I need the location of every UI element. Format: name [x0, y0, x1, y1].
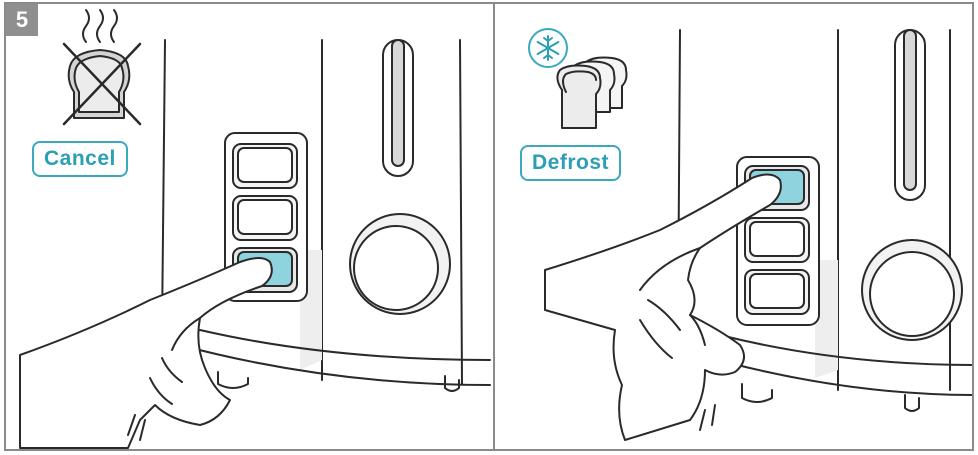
panel-cancel: [20, 10, 490, 448]
toaster-button-3: [750, 274, 804, 308]
panel-defrost: [529, 29, 975, 440]
toaster-button-1: [238, 148, 292, 182]
cancel-toast-icon: [64, 10, 140, 124]
cancel-label: Cancel: [32, 141, 128, 177]
defrost-label: Defrost: [520, 145, 621, 181]
step-number: 5: [6, 4, 38, 36]
toaster-edge-left: [162, 40, 165, 330]
toaster-edge-right: [460, 40, 462, 384]
toaster-button-2: [238, 200, 292, 234]
hand-left: [20, 258, 272, 448]
toaster-button-2: [750, 222, 804, 256]
defrost-snowflake-icon: [529, 29, 627, 128]
